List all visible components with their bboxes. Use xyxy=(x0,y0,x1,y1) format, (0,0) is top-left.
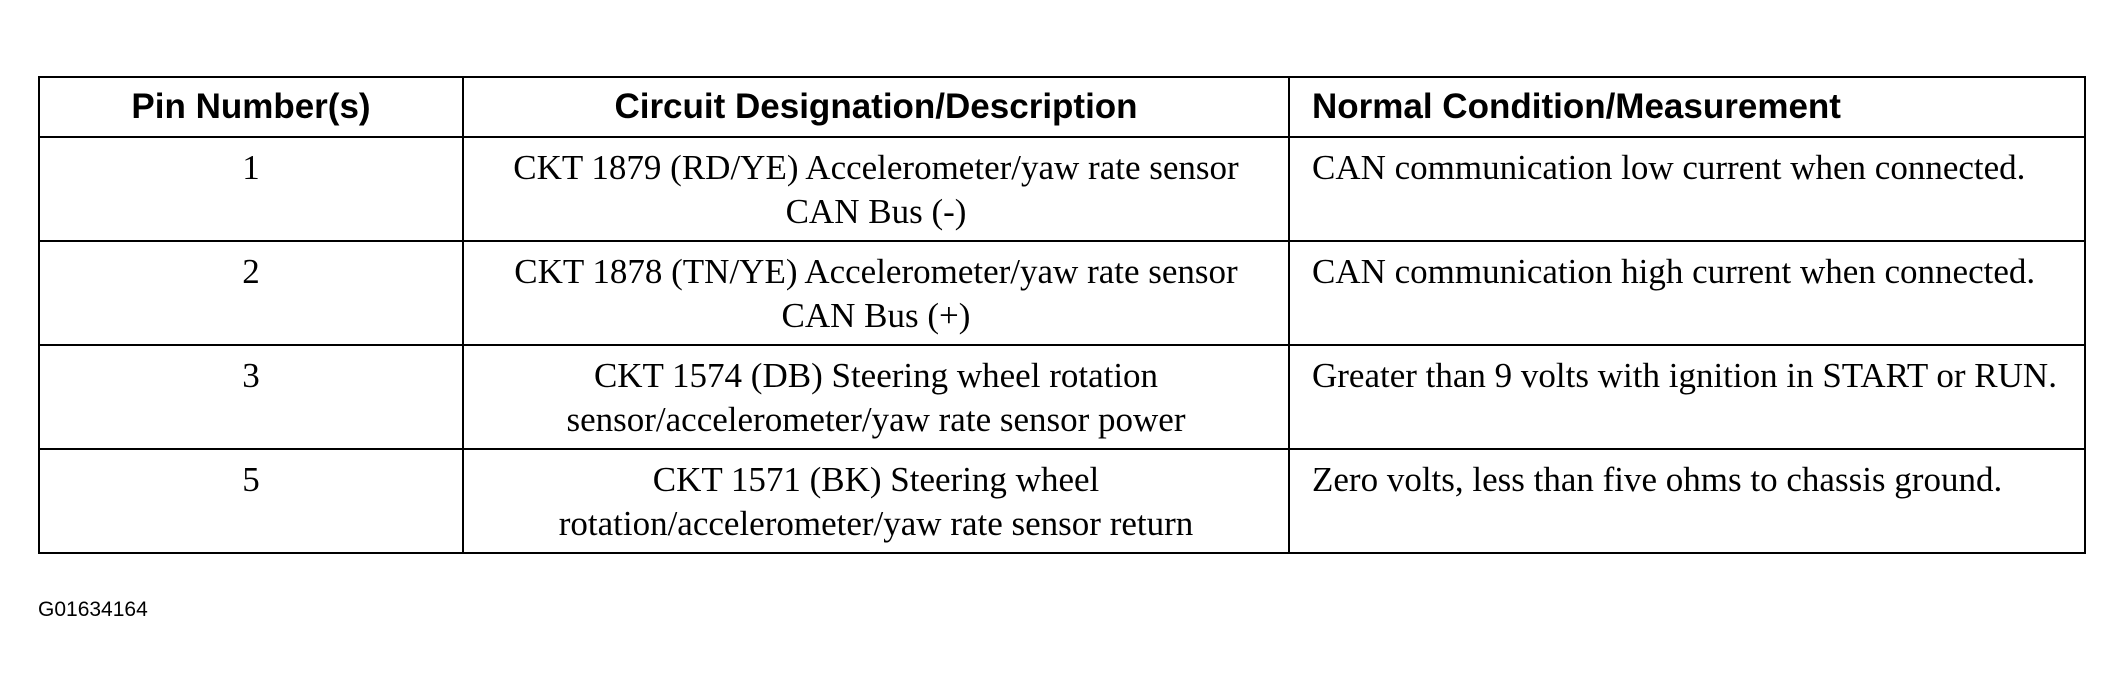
circuit-cell: CKT 1878 (TN/YE) Accelerometer/yaw rate … xyxy=(462,240,1290,346)
pin-circuit-table: Pin Number(s) Circuit Designation/Descri… xyxy=(38,76,2086,554)
table-header-row: Pin Number(s) Circuit Designation/Descri… xyxy=(38,76,2086,138)
header-normal-condition: Normal Condition/Measurement xyxy=(1288,76,2086,138)
pin-cell: 1 xyxy=(38,136,464,242)
circuit-cell: CKT 1879 (RD/YE) Accelerometer/yaw rate … xyxy=(462,136,1290,242)
circuit-cell: CKT 1571 (BK) Steering wheel rotation/ac… xyxy=(462,448,1290,554)
condition-cell: Greater than 9 volts with ignition in ST… xyxy=(1288,344,2086,450)
condition-cell: CAN communication low current when conne… xyxy=(1288,136,2086,242)
header-circuit-designation: Circuit Designation/Description xyxy=(462,76,1290,138)
figure-id: G01634164 xyxy=(38,598,148,621)
circuit-cell: CKT 1574 (DB) Steering wheel rotation se… xyxy=(462,344,1290,450)
pin-cell: 2 xyxy=(38,240,464,346)
table-row: 1 CKT 1879 (RD/YE) Accelerometer/yaw rat… xyxy=(38,136,2086,242)
condition-cell: CAN communication high current when conn… xyxy=(1288,240,2086,346)
pin-cell: 3 xyxy=(38,344,464,450)
pin-cell: 5 xyxy=(38,448,464,554)
table-row: 5 CKT 1571 (BK) Steering wheel rotation/… xyxy=(38,448,2086,554)
condition-cell: Zero volts, less than five ohms to chass… xyxy=(1288,448,2086,554)
header-pin-numbers: Pin Number(s) xyxy=(38,76,464,138)
table-row: 2 CKT 1878 (TN/YE) Accelerometer/yaw rat… xyxy=(38,240,2086,346)
table-row: 3 CKT 1574 (DB) Steering wheel rotation … xyxy=(38,344,2086,450)
